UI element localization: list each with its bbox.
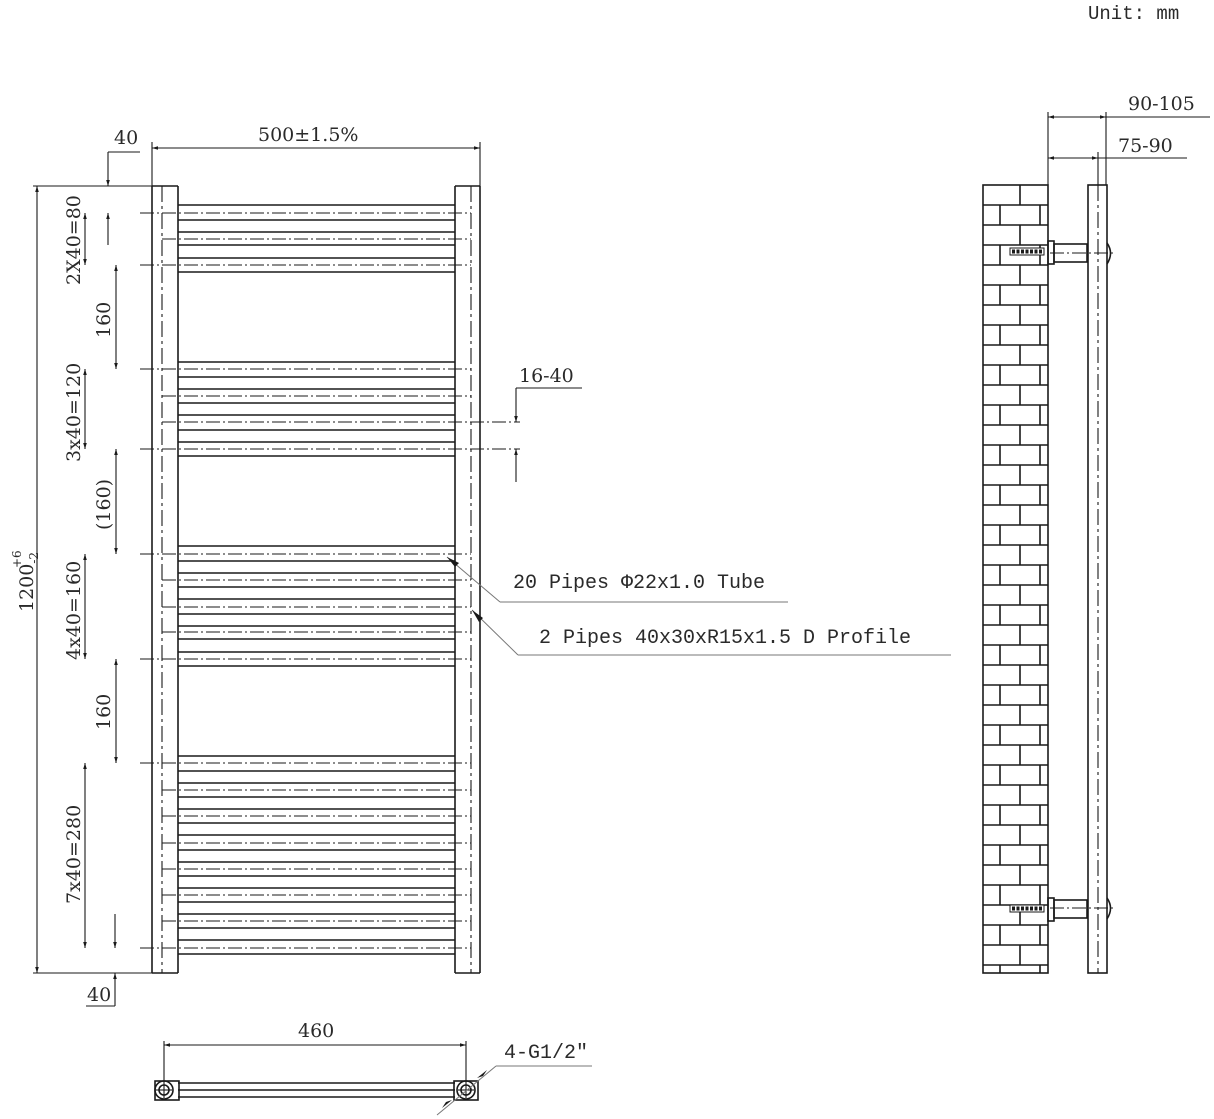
profile-callout-label: 2 Pipes 40x30xR15x1.5 D Profile	[539, 627, 911, 650]
top-offset-dimension: 40	[106, 127, 140, 245]
top-wall-bracket	[1009, 240, 1115, 265]
projection-outer-label: 90-105	[1128, 93, 1195, 115]
centres-label: 460	[298, 1020, 334, 1042]
bottom-offset-label: 40	[87, 984, 111, 1006]
pipe-group-1	[140, 204, 471, 273]
connection-callout: 4-G1/2"	[436, 1042, 592, 1116]
connection-right	[456, 1080, 476, 1100]
pipe-group-3	[140, 545, 471, 667]
height-label: 1200-2	[16, 552, 41, 612]
group-3-spacing-label: 4x40=160	[63, 561, 85, 660]
brick-wall	[982, 184, 1049, 974]
width-dimension: 500±1.5%	[151, 124, 481, 186]
gap-1-label: 160	[93, 302, 115, 338]
gap-3-label: 160	[93, 694, 115, 730]
side-view: 90-105 75-90	[982, 93, 1210, 974]
connection-label: 4-G1/2"	[504, 1042, 588, 1065]
front-view: 500±1.5% 1200-2 +6 40	[10, 124, 951, 1007]
group-1-spacing-label: 2X40=80	[63, 195, 85, 285]
profile-callout: 2 Pipes 40x30xR15x1.5 D Profile	[471, 609, 951, 656]
bottom-offset-dimension: 40	[86, 914, 117, 1007]
spacing-dimensions: 2X40=80 160 3x40=120 (160) 4x40=160 160 …	[63, 195, 118, 948]
group-4-spacing-label: 7x40=280	[63, 805, 85, 904]
top-offset-label: 40	[114, 127, 138, 149]
bottom-wall-bracket	[1009, 897, 1115, 922]
gap-2-label: (160)	[93, 479, 115, 530]
wall-gap-label: 16-40	[519, 365, 574, 387]
projection-dimensions: 90-105 75-90	[1047, 93, 1210, 185]
wall-gap-dimension: 16-40	[514, 365, 582, 482]
pipe-group-4	[140, 755, 471, 955]
tube-callout: 20 Pipes Φ22x1.0 Tube	[446, 556, 788, 603]
height-tolerance-plus: +6	[10, 550, 24, 568]
bottom-view: 460 4-G1/2"	[154, 1020, 592, 1116]
projection-inner-label: 75-90	[1118, 135, 1173, 157]
pipe-group-2	[140, 361, 520, 457]
unit-label: Unit: mm	[1088, 3, 1179, 25]
height-dimension: 1200-2 +6	[10, 185, 152, 974]
width-label: 500±1.5%	[258, 124, 358, 146]
tube-callout-label: 20 Pipes Φ22x1.0 Tube	[513, 572, 765, 595]
radiator-side-profile	[1087, 184, 1108, 974]
connection-left	[154, 1080, 174, 1100]
group-2-spacing-label: 3x40=120	[63, 363, 85, 462]
